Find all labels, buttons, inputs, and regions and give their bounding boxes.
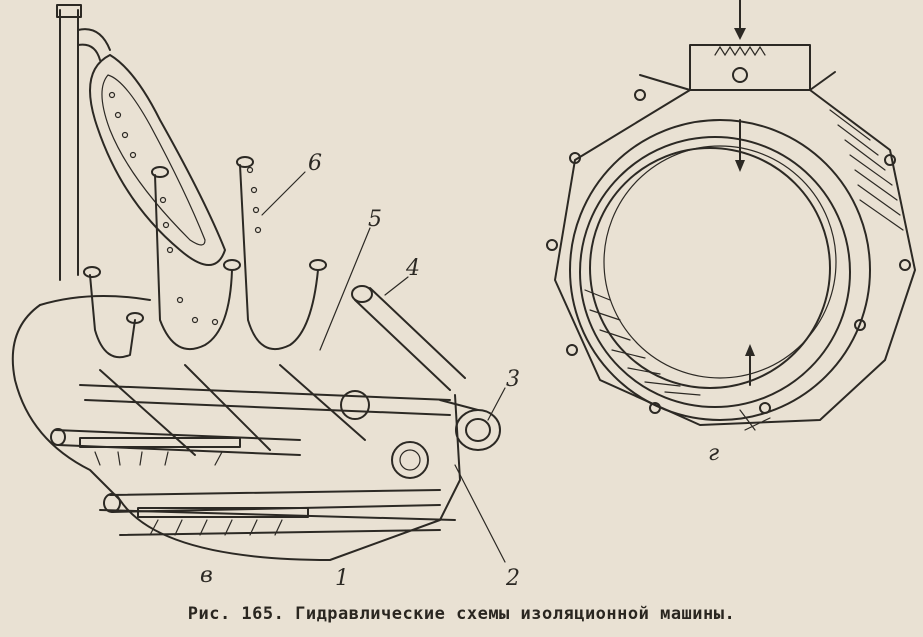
- top-bracket: [689, 44, 811, 91]
- manifold-pipe: [354, 287, 466, 391]
- machine-bottom-frame: [99, 509, 456, 536]
- part-label-6: 6: [308, 151, 322, 176]
- part-label-1: 1: [335, 566, 349, 591]
- nozzle-tip-6: [83, 266, 101, 278]
- nozzle-tip-5: [126, 312, 144, 324]
- u-nozzle-2: [154, 174, 233, 350]
- spray-arrows: [94, 451, 283, 536]
- hatching-right: [829, 109, 904, 231]
- part-label-2: 2: [505, 566, 520, 591]
- bottom-connector: [739, 409, 771, 431]
- inner-ring: [589, 147, 831, 389]
- nozzle-tip-3: [223, 259, 241, 271]
- loop-nozzle: [89, 54, 226, 266]
- lever-3: [279, 364, 366, 441]
- inner-ring-edge: [603, 145, 837, 379]
- middle-ring: [579, 136, 851, 408]
- label-leaders-left: [261, 171, 506, 563]
- nozzle-tip-2: [236, 156, 254, 168]
- nozzle-strip-upper: [79, 437, 241, 448]
- hydraulic-schematic-figure: 6 5 4 3 2 1 в: [11, 0, 916, 591]
- machine-right-view: г: [546, 0, 916, 466]
- perimeter-studs: [546, 89, 911, 414]
- bracket-arm-right: [809, 71, 836, 91]
- nozzle-strip-lower: [137, 507, 309, 518]
- nozzle-holes: [108, 91, 262, 326]
- part-label-5: 5: [368, 207, 382, 232]
- vertical-supply-pipe: [59, 9, 79, 281]
- pump-3: [439, 399, 501, 451]
- drive-gear: [391, 441, 429, 479]
- machine-hull-rim: [39, 295, 151, 306]
- view-label-right: г: [708, 441, 719, 466]
- view-label-left: в: [200, 563, 213, 588]
- part-label-3: 3: [506, 367, 520, 392]
- inflow-arrowhead: [734, 28, 746, 40]
- spray-bar-lower-end: [103, 493, 121, 513]
- pipe-cap: [56, 4, 82, 18]
- flow-arrowhead-bottom: [745, 344, 755, 356]
- valve-wheel: [340, 390, 370, 420]
- machine-left-view: 6 5 4 3 2 1 в: [11, 4, 520, 591]
- loop-nozzle-inner: [101, 74, 206, 246]
- u-nozzle-3: [239, 164, 319, 350]
- pipe-elbow: [77, 28, 111, 61]
- bracket-pin: [732, 67, 748, 83]
- u-nozzle-1: [89, 274, 136, 359]
- bracket-arm-left: [639, 74, 691, 91]
- outer-frame: [554, 89, 916, 426]
- machine-hull: [11, 304, 461, 561]
- part-label-4: 4: [405, 256, 420, 281]
- flow-arrowhead-top: [735, 160, 745, 172]
- hatching-bottom-left: [584, 289, 701, 396]
- outer-ring: [569, 119, 871, 421]
- manifold-pipe-end: [351, 285, 373, 303]
- figure-caption: Рис. 165. Гидравлические схемы изоляцион…: [187, 604, 736, 624]
- spray-bar-middle-end: [50, 428, 66, 446]
- spray-bar-upper: [79, 384, 451, 416]
- nozzle-tip-4: [309, 259, 327, 271]
- lever-1: [99, 369, 196, 456]
- tension-spring: [714, 45, 766, 57]
- nozzle-tip-1: [151, 166, 169, 178]
- lever-2: [184, 364, 271, 451]
